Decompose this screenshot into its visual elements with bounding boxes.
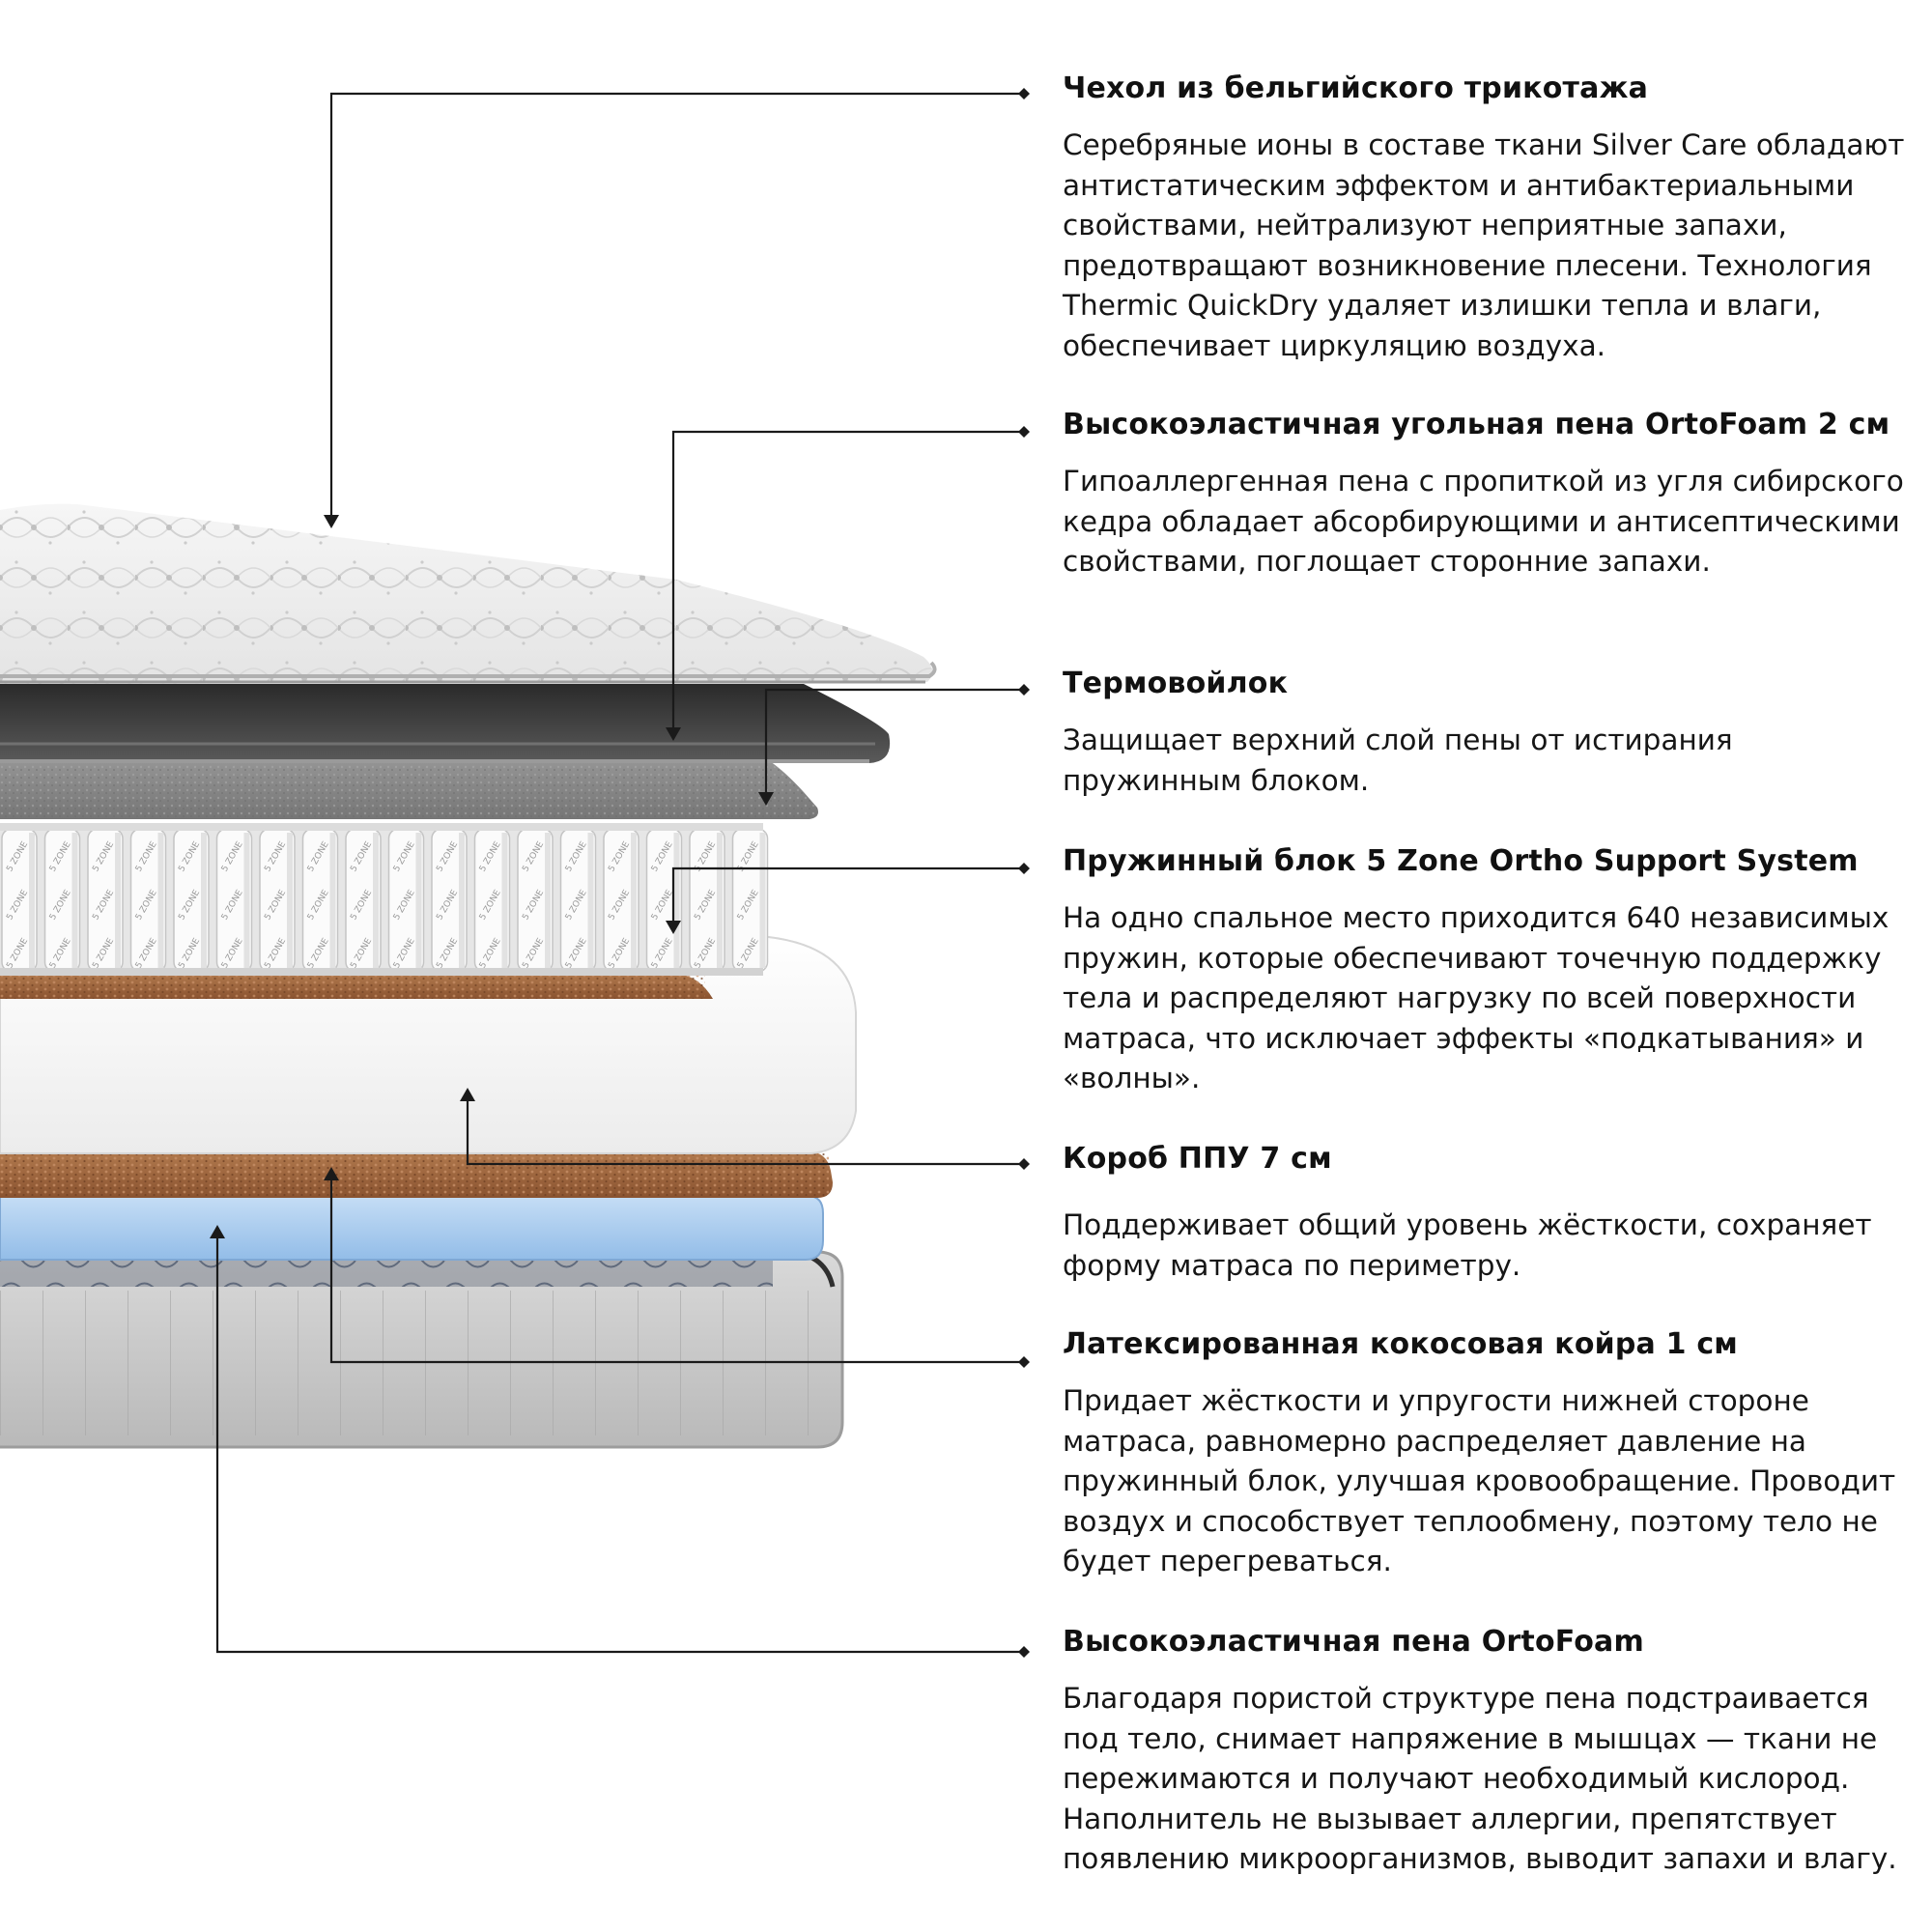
leader-lines bbox=[215, 92, 1024, 1654]
spring-pocket-shade bbox=[329, 833, 336, 968]
spring-pocket-shade bbox=[459, 833, 465, 968]
spring-pocket-shade bbox=[501, 833, 508, 968]
layer-base-cover bbox=[0, 1249, 844, 1449]
callout-title: Короб ППУ 7 см bbox=[1063, 1142, 1332, 1176]
layer-knitted-cover bbox=[0, 503, 937, 684]
callout-charcoal-foam: Высокоэластичная угольная пена OrtoFoam … bbox=[1063, 406, 1913, 582]
callout-description: Придает жёсткости и упругости нижней сто… bbox=[1063, 1384, 1896, 1577]
leader-markers bbox=[210, 88, 1030, 1658]
leader-line-coir bbox=[329, 1179, 1024, 1364]
layer-inner-coir bbox=[0, 974, 713, 999]
callout-title: Термовойлок bbox=[1063, 667, 1289, 700]
spring-pocket-shade bbox=[243, 833, 250, 968]
callout-title: Чехол из бельгийского трикотажа bbox=[1063, 71, 1649, 105]
leader-line-box bbox=[466, 1099, 1024, 1166]
spring-pocket-shade bbox=[587, 833, 594, 968]
callout-description: Поддерживает общий уровень жёсткости, со… bbox=[1063, 1208, 1872, 1282]
callout-title: Высокоэластичная угольная пена OrtoFoam … bbox=[1063, 408, 1890, 441]
spring-pocket-shade bbox=[71, 833, 78, 968]
layer-thermal-felt bbox=[0, 750, 818, 819]
spring-pocket-shade bbox=[201, 833, 207, 968]
callout-spring-block: Пружинный блок 5 Zone Ortho Support Syst… bbox=[1063, 842, 1913, 1099]
spring-pocket-shade bbox=[157, 833, 164, 968]
layer-charcoal-foam bbox=[0, 684, 891, 763]
spring-pocket-shade bbox=[545, 833, 551, 968]
leader-line-charcoal-foam bbox=[671, 430, 1024, 729]
leader-line-felt bbox=[764, 688, 1024, 794]
leader-line-cover bbox=[329, 92, 1024, 517]
callout-bottom-orthofoam: Высокоэластичная пена OrtoFoam Благодаря… bbox=[1063, 1623, 1913, 1880]
callout-description: На одно спальное место приходится 640 не… bbox=[1063, 901, 1889, 1094]
callout-description: Гипоаллергенная пена с пропиткой из угля… bbox=[1063, 465, 1904, 578]
spring-pocket-shade bbox=[631, 833, 637, 968]
layer-bottom-orthofoam bbox=[0, 1195, 824, 1261]
spring-pocket-shade bbox=[717, 833, 723, 968]
spring-pocket-shade bbox=[287, 833, 293, 968]
callout-description: Серебряные ионы в составе ткани Silver C… bbox=[1063, 128, 1905, 362]
callout-coconut-coir: Латексированная кокосовая койра 1 см При… bbox=[1063, 1325, 1913, 1582]
spring-pocket-shade bbox=[115, 833, 121, 968]
spring-pocket-shade bbox=[29, 833, 35, 968]
callout-description: Благодаря пористой структуре пена подстр… bbox=[1063, 1682, 1897, 1875]
leader-line-springs bbox=[671, 867, 1024, 923]
layer-coconut-coir bbox=[0, 1151, 833, 1198]
spring-pocket-shade bbox=[373, 833, 379, 968]
callout-title: Пружинный блок 5 Zone Ortho Support Syst… bbox=[1063, 844, 1859, 878]
callout-thermal-felt: Термовойлок Защищает верхний слой пены о… bbox=[1063, 665, 1913, 801]
spring-pocket-shade bbox=[759, 833, 766, 968]
spring-pocket-shade bbox=[415, 833, 422, 968]
spring-pocket-shade bbox=[673, 833, 680, 968]
callout-box-foam: Короб ППУ 7 см Поддерживает общий уровен… bbox=[1063, 1140, 1913, 1286]
callout-title: Латексированная кокосовая койра 1 см bbox=[1063, 1327, 1739, 1361]
leader-line-bottom-foam bbox=[215, 1236, 1024, 1654]
callout-description: Защищает верхний слой пены от истирания … bbox=[1063, 724, 1733, 797]
callout-knitted-cover: Чехол из бельгийского трикотажа Серебрян… bbox=[1063, 70, 1913, 366]
callout-title: Высокоэластичная пена OrtoFoam bbox=[1063, 1625, 1644, 1659]
